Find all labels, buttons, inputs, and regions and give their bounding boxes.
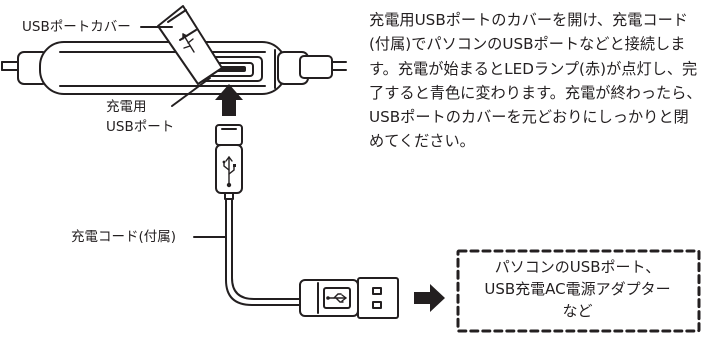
destination-line3: など: [562, 302, 593, 320]
instruction-text: 充電用USBポートのカバーを開け、充電コード(付属)でパソコンのUSBポートなど…: [369, 11, 702, 151]
charging-usb-port-label-line1: 充電用: [106, 99, 147, 115]
charging-usb-port-label-line2: USBポート: [106, 119, 175, 135]
destination-text: パソコンのUSBポート、 USB充電AC電源アダプター など: [460, 256, 695, 322]
usb-a-plug: [299, 277, 399, 319]
leader-line-port: [171, 77, 211, 107]
usb-port-cover-label: USBポートカバー: [22, 19, 131, 35]
charging-cord-label: 充電コード(付属): [71, 229, 177, 245]
arrow-up-icon: [215, 84, 243, 116]
destination-box: [456, 249, 701, 333]
destination-line1: パソコンのUSBポート、: [494, 258, 661, 276]
destination-line2: USB充電AC電源アダプター: [484, 280, 671, 298]
arrow-right-icon: [414, 284, 445, 312]
usb-symbol-icon: [182, 33, 347, 303]
charging-cord-wire: [225, 198, 303, 306]
